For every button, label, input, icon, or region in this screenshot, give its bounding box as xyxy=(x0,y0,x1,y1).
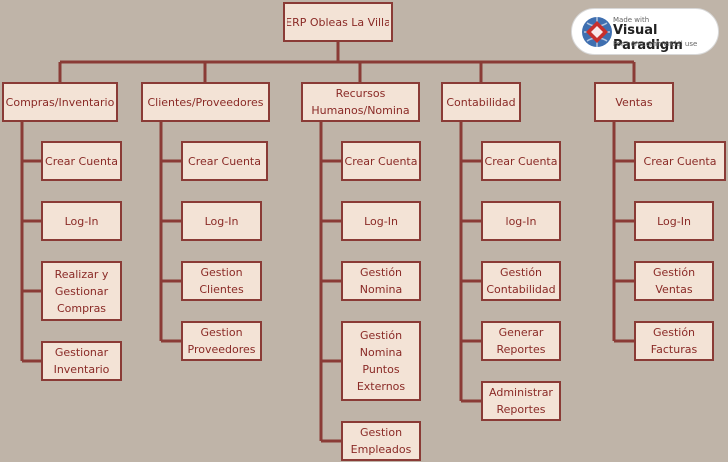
root-node[interactable]: ERP Obleas La Villa xyxy=(283,2,393,42)
branch-ventas[interactable]: Ventas xyxy=(594,82,674,122)
branch-recursos-humanos[interactable]: Recursos Humanos/Nomina xyxy=(301,82,420,122)
ventas-crear-cuenta[interactable]: Crear Cuenta xyxy=(634,141,726,181)
ventas-gestion-ventas[interactable]: Gestión Ventas xyxy=(634,261,714,301)
compras-log-in[interactable]: Log-In xyxy=(41,201,122,241)
rrhh-gestion-nomina[interactable]: Gestión Nomina xyxy=(341,261,421,301)
branch-clientes-proveedores[interactable]: Clientes/Proveedores xyxy=(141,82,270,122)
visual-paradigm-badge: Made with Visual Paradigm For non-commer… xyxy=(571,8,719,55)
rrhh-gestion-nomina-puntos-externos[interactable]: Gestión Nomina Puntos Externos xyxy=(341,321,421,401)
clientes-gestion-clientes[interactable]: Gestion Clientes xyxy=(181,261,262,301)
clientes-crear-cuenta[interactable]: Crear Cuenta xyxy=(181,141,268,181)
contabilidad-administrar-reportes[interactable]: Administrar Reportes xyxy=(481,381,561,421)
rrhh-gestion-empleados[interactable]: Gestion Empleados xyxy=(341,421,421,461)
compras-realizar-gestionar[interactable]: Realizar y Gestionar Compras xyxy=(41,261,122,321)
badge-made-with: Made with xyxy=(613,16,650,24)
ventas-log-in[interactable]: Log-In xyxy=(634,201,714,241)
contabilidad-generar-reportes[interactable]: Generar Reportes xyxy=(481,321,561,361)
visual-paradigm-logo-icon xyxy=(582,17,612,47)
compras-crear-cuenta[interactable]: Crear Cuenta xyxy=(41,141,122,181)
rrhh-crear-cuenta[interactable]: Crear Cuenta xyxy=(341,141,421,181)
rrhh-log-in[interactable]: Log-In xyxy=(341,201,421,241)
badge-non-commercial: For non-commercial use xyxy=(613,40,698,48)
clientes-log-in[interactable]: Log-In xyxy=(181,201,262,241)
badge-visual-paradigm: Visual Paradigm xyxy=(613,23,683,53)
contabilidad-gestion-contabilidad[interactable]: Gestión Contabilidad xyxy=(481,261,561,301)
branch-contabilidad[interactable]: Contabilidad xyxy=(441,82,521,122)
clientes-gestion-proveedores[interactable]: Gestion Proveedores xyxy=(181,321,262,361)
ventas-gestion-facturas[interactable]: Gestión Facturas xyxy=(634,321,714,361)
compras-gestionar-inventario[interactable]: Gestionar Inventario xyxy=(41,341,122,381)
contabilidad-crear-cuenta[interactable]: Crear Cuenta xyxy=(481,141,561,181)
branch-compras-inventario[interactable]: Compras/Inventario xyxy=(2,82,118,122)
contabilidad-log-in[interactable]: log-In xyxy=(481,201,561,241)
